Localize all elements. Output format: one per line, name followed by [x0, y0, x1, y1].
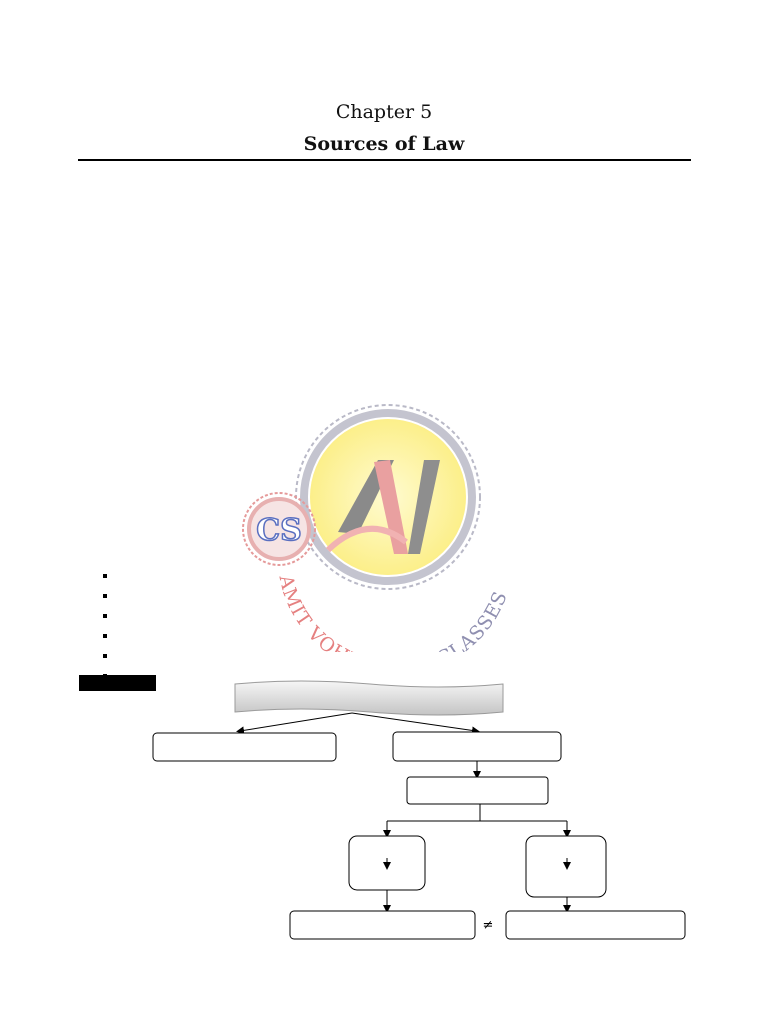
heading-highlight-bar	[79, 675, 156, 691]
diagram-box-middle	[406, 776, 549, 805]
diagram-top-banner	[234, 680, 504, 716]
diagram-box-right	[392, 731, 562, 762]
bullet-marker	[103, 614, 107, 618]
title-divider	[78, 159, 691, 161]
watermark-logo: CS AMIT VOHRA LAW CLASSES	[242, 404, 511, 652]
bullet-marker	[103, 594, 107, 598]
diagram-box-lower-right	[525, 835, 607, 898]
bullet-marker	[103, 574, 107, 578]
connector-arrow	[351, 712, 480, 735]
diagram-box-bottom-right	[505, 910, 686, 940]
bullet-marker	[103, 654, 107, 658]
cs-badge-icon: CS	[242, 492, 316, 566]
diagram-box-bottom-left	[289, 910, 476, 940]
not-equal-symbol: ≠	[483, 918, 494, 933]
diagram-box-left	[152, 732, 337, 762]
av-logo-icon	[325, 460, 440, 554]
bullet-marker	[103, 634, 107, 638]
chapter-label: Chapter 5	[335, 101, 433, 123]
page-title: Sources of Law	[303, 133, 465, 155]
cs-badge-text: CS	[256, 513, 302, 548]
connector-arrow	[236, 712, 353, 735]
